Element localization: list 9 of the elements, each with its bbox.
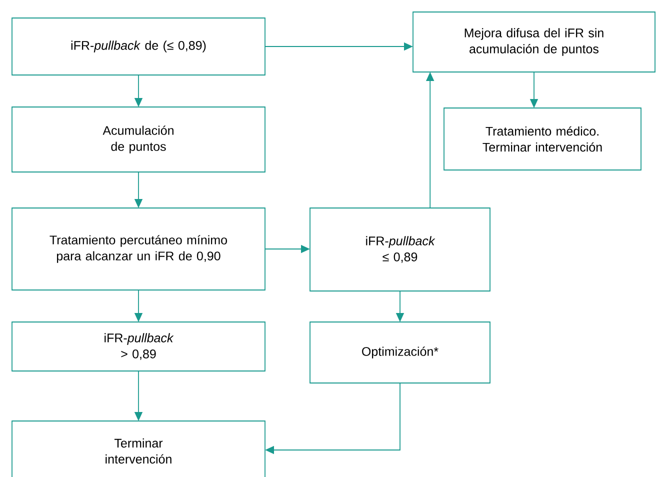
process-box: Optimización* bbox=[310, 322, 490, 384]
process-box: Tratamiento médico. Terminar intervención bbox=[444, 108, 642, 170]
process-box: Terminar intervención bbox=[12, 420, 266, 477]
process-box: iFR-pullback > 0,89 bbox=[12, 322, 266, 372]
process-box: Tratamiento percutáneo mínimo para alcanzar un iFR de 0,90 bbox=[12, 208, 266, 290]
process-box: iFR-pullback ≤ 0,89 bbox=[310, 208, 490, 292]
process-box: iFR-pullback de (≤ 0,89) bbox=[12, 18, 266, 76]
process-box: Acumulación de puntos bbox=[12, 106, 266, 172]
process-box: Mejora difusa del iFR sin acumulación de puntos bbox=[412, 12, 656, 72]
